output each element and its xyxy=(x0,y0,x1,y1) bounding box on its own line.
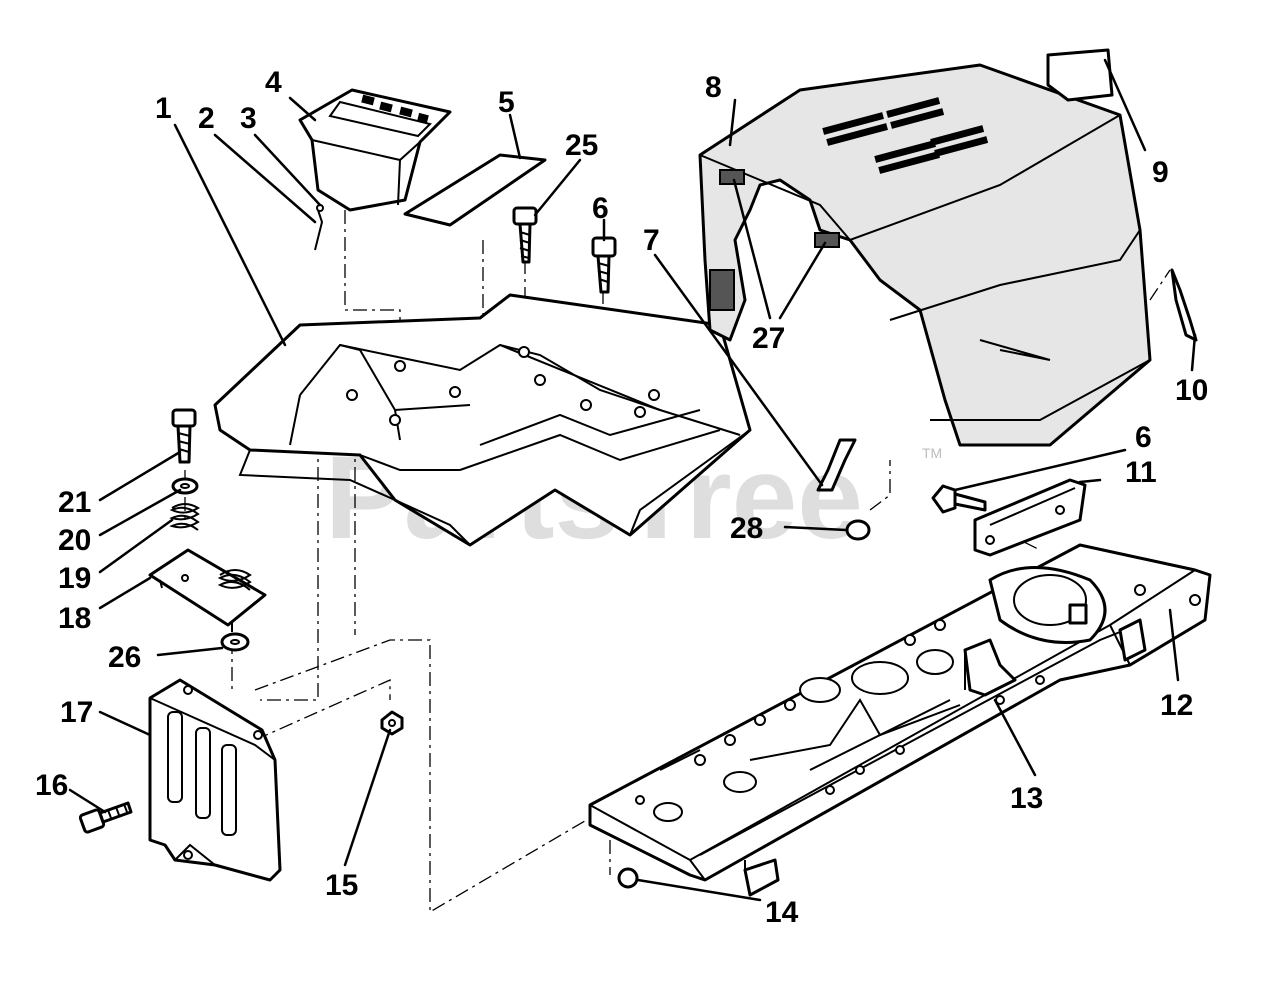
bolt-21 xyxy=(171,408,197,464)
running-board xyxy=(213,293,752,547)
callout-8: 8 xyxy=(705,71,722,104)
callout-25: 25 xyxy=(565,129,598,162)
callout-6b: 6 xyxy=(1135,421,1152,454)
callout-16: 16 xyxy=(35,769,68,802)
fender-plate xyxy=(148,678,282,882)
callout-27: 27 xyxy=(752,322,785,355)
hood xyxy=(698,63,1152,447)
callout-15: 15 xyxy=(325,869,358,902)
frame xyxy=(588,543,1212,897)
bolt-6-top xyxy=(591,236,617,294)
callout-1: 1 xyxy=(155,92,172,125)
hood-clip xyxy=(1170,268,1198,342)
watermark-trademark: TM xyxy=(922,445,942,461)
callout-14: 14 xyxy=(765,896,799,929)
hood-mount-bracket xyxy=(973,478,1087,557)
hood-bracket xyxy=(816,438,857,492)
callout-4: 4 xyxy=(265,66,282,99)
battery-tray xyxy=(298,88,452,212)
callout-11: 11 xyxy=(1125,456,1157,489)
callout-13: 13 xyxy=(1010,782,1043,815)
decal xyxy=(403,153,547,227)
hood-decal xyxy=(1046,48,1114,102)
spring-plate xyxy=(148,548,267,632)
frame-nut xyxy=(617,867,639,889)
bolt-16 xyxy=(78,801,133,834)
callout-26: 26 xyxy=(108,641,141,674)
callout-7: 7 xyxy=(643,224,660,257)
bumper xyxy=(845,519,871,541)
callout-2: 2 xyxy=(198,102,215,135)
bolt-6-right xyxy=(931,484,987,514)
callouts: 1 2 3 4 5 25 6 7 8 9 27 10 6 11 28 21 20… xyxy=(35,66,1208,929)
callout-17: 17 xyxy=(60,696,93,729)
bolt-25 xyxy=(512,206,538,264)
rod xyxy=(314,209,324,251)
callout-28: 28 xyxy=(730,512,763,545)
callout-10: 10 xyxy=(1175,374,1208,407)
callout-20: 20 xyxy=(58,524,91,557)
callout-12: 12 xyxy=(1160,689,1193,722)
callout-9: 9 xyxy=(1152,156,1169,189)
callout-19: 19 xyxy=(58,562,91,595)
callout-6: 6 xyxy=(592,192,609,225)
fender-nut xyxy=(380,710,404,736)
callout-21: 21 xyxy=(58,486,91,519)
callout-18: 18 xyxy=(58,602,91,635)
leader-lines xyxy=(68,58,1197,902)
callout-3: 3 xyxy=(240,102,257,135)
callout-5: 5 xyxy=(498,86,515,119)
spring-19 xyxy=(169,503,200,531)
